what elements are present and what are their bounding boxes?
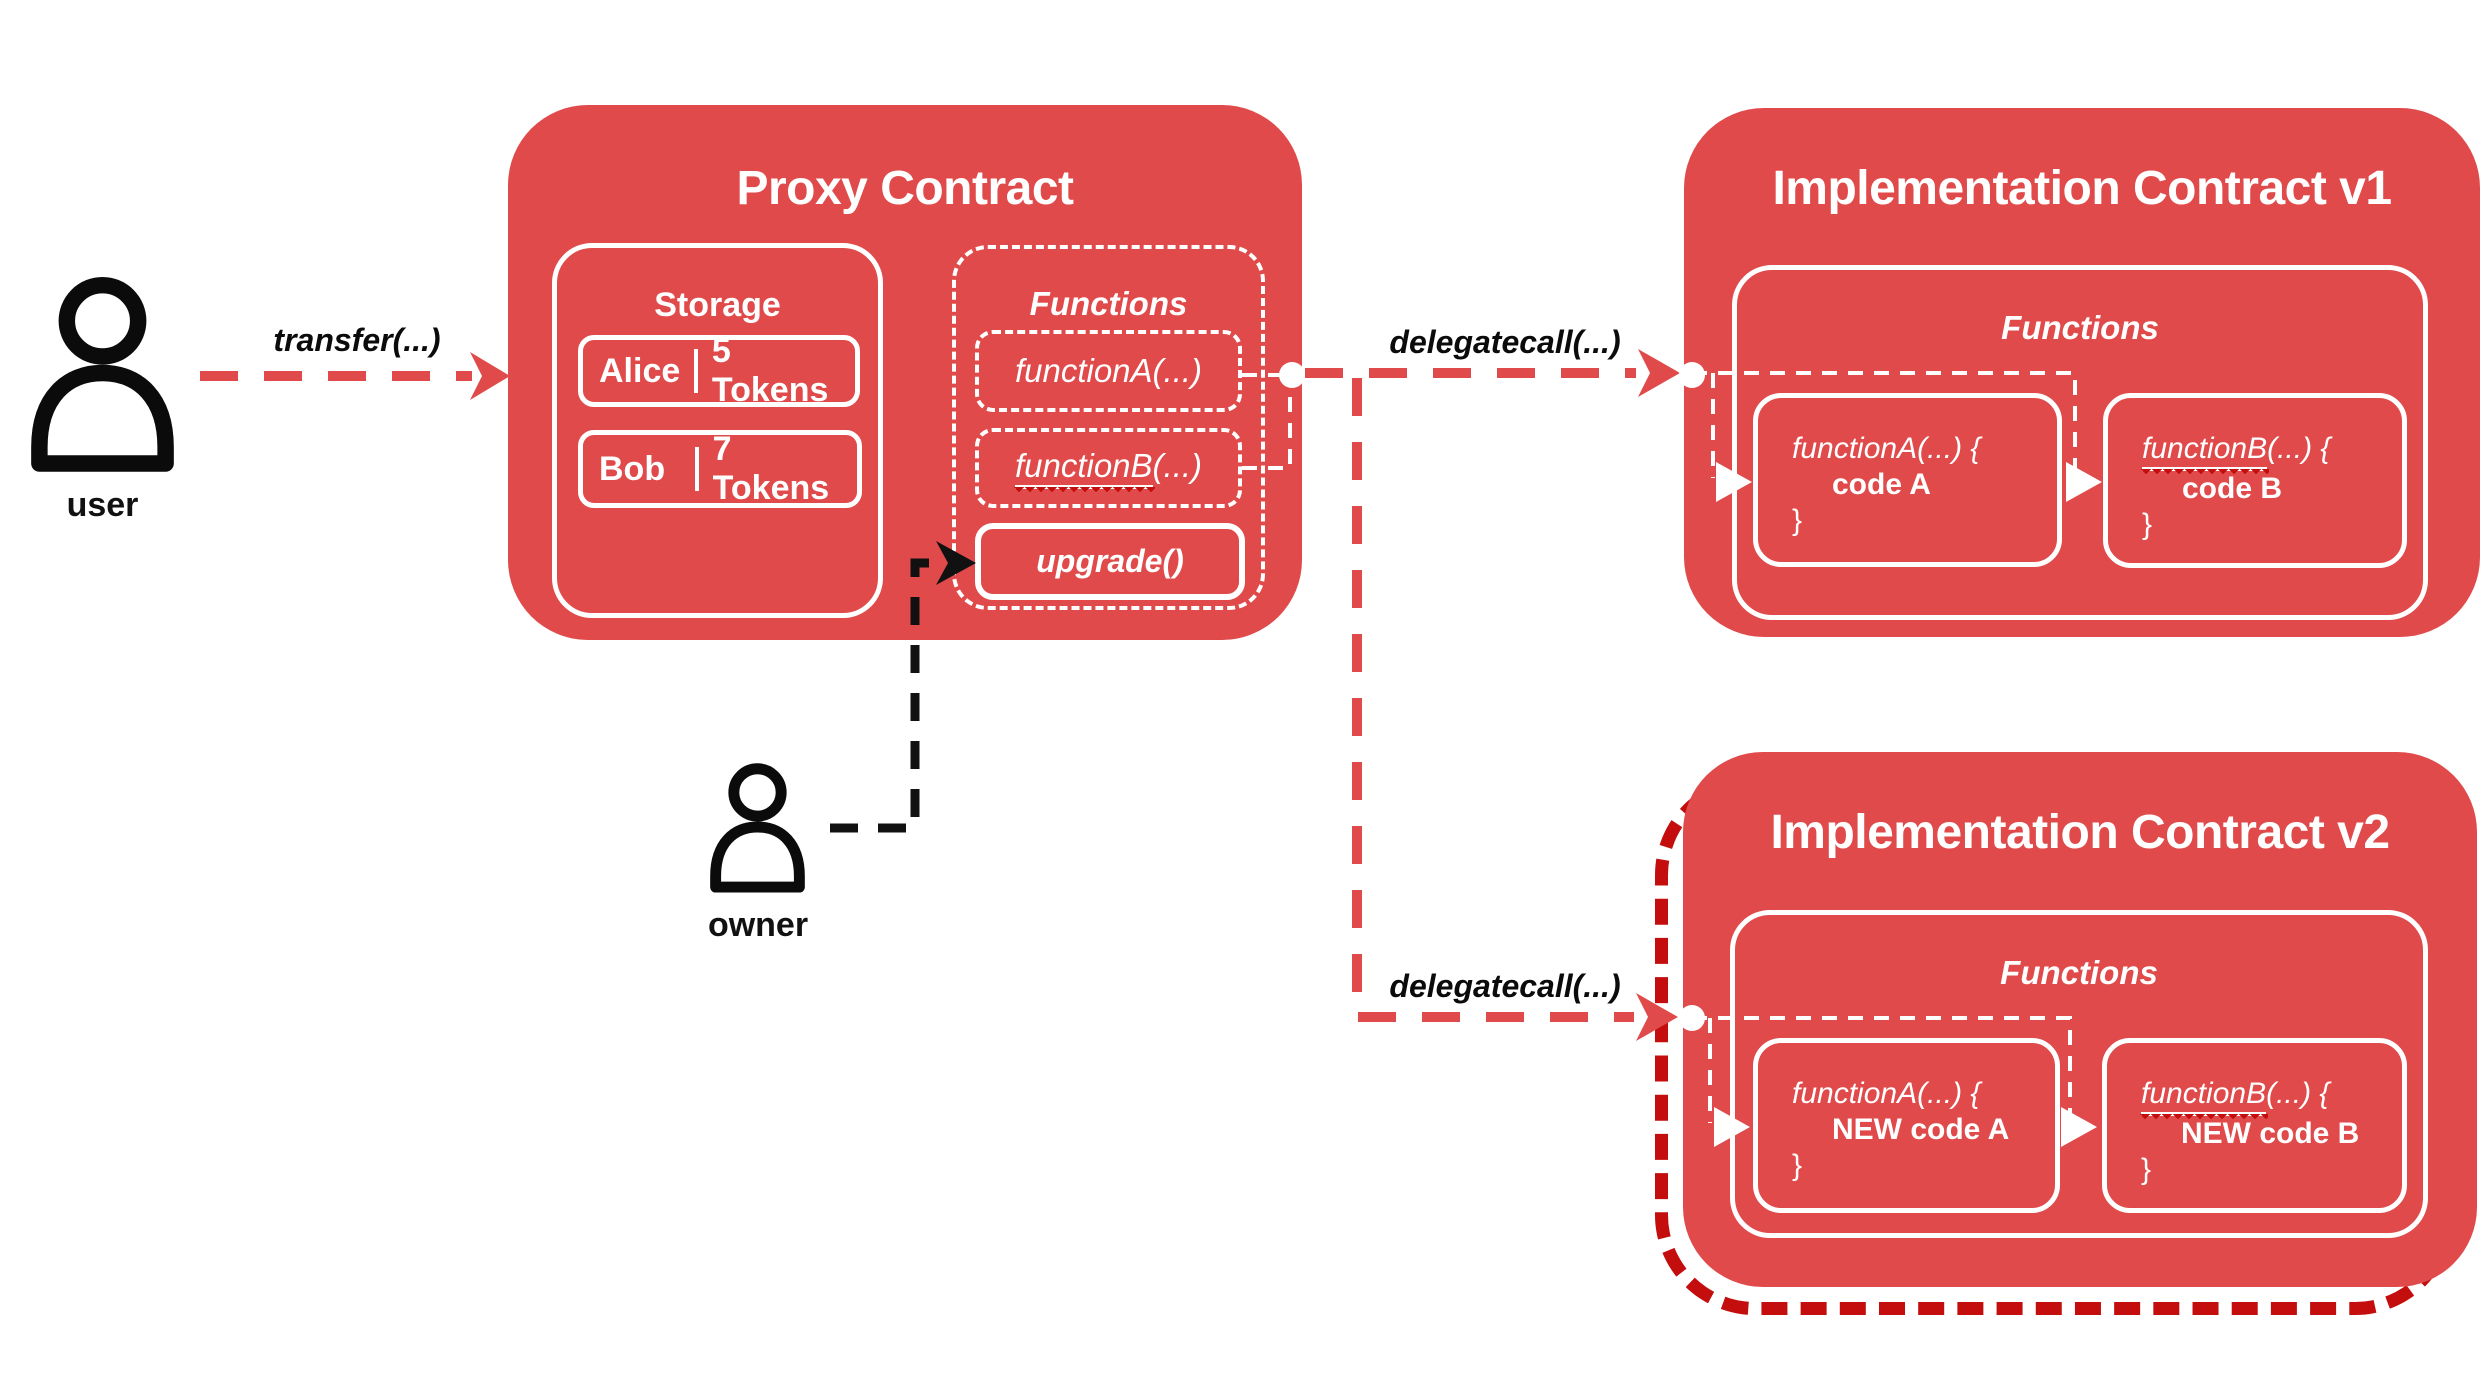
transfer-arrowhead	[470, 352, 510, 400]
v1-functionB-body: code B	[2182, 471, 2283, 505]
v1-functionA-close: }	[1792, 504, 1803, 537]
user-label: user	[66, 486, 139, 524]
delegatecall-v2-label: delegatecall(...)	[1389, 968, 1621, 1004]
v1-functionB-box: functionB(...) { code B }	[2103, 393, 2407, 568]
proxy-contract-title: Proxy Contract	[736, 162, 1074, 215]
storage-row-divider	[694, 447, 699, 491]
person-glyph	[31, 276, 174, 472]
owner-label: owner	[707, 906, 809, 944]
v2-functionB-close: }	[2141, 1152, 2152, 1186]
v2-functions-title: Functions	[2000, 954, 2158, 991]
v1-functionB-suffix: (...) {	[2267, 432, 2331, 465]
v2-functionA-signature: functionA(...) {	[1792, 1077, 1981, 1110]
user-icon	[20, 266, 185, 480]
storage-title: Storage	[654, 286, 781, 324]
storage-row-divider	[693, 349, 698, 393]
v2-functionA-close: }	[1792, 1149, 1803, 1182]
storage-row-bob-name: Bob	[599, 449, 666, 488]
storage-row-alice-value: 5 Tokens	[711, 332, 829, 409]
proxy-upgrade-label: upgrade()	[1036, 543, 1184, 579]
v2-functionB-signature: functionB(...) {	[2138, 1076, 2402, 1121]
person-glyph	[710, 763, 805, 893]
v2-functionB-box: functionB(...) { NEW code B }	[2102, 1038, 2407, 1213]
implementation-v2-title: Implementation Contract v2	[1770, 806, 2390, 859]
delegatecall-v1-label: delegatecall(...)	[1389, 324, 1621, 360]
proxy-contract-card	[508, 105, 1302, 640]
v1-functionB-close: }	[2142, 507, 2153, 541]
proxy-functions-title: Functions	[1029, 285, 1188, 322]
storage-row-bob-value: 7 Tokens	[712, 430, 830, 507]
v1-functionA-body: code A	[1832, 468, 1931, 501]
storage-row-alice-name: Alice	[599, 351, 681, 390]
proxy-functionA-label: functionA(...)	[1014, 352, 1203, 389]
v2-functionB-suffix: (...) {	[2266, 1077, 2330, 1110]
proxy-upgrade-pill: upgrade()	[975, 523, 1245, 600]
storage-row-bob: Bob 7 Tokens	[578, 430, 862, 508]
proxy-functionB-name: functionB	[1012, 448, 1155, 495]
proxy-functionA-pill: functionA(...)	[975, 330, 1242, 412]
v1-functionB-signature: functionB(...) {	[2139, 431, 2402, 476]
proxy-functionB-suffix: (...)	[1152, 446, 1203, 484]
v2-functionB-name: functionB	[2138, 1078, 2269, 1121]
v2-functionB-body: NEW code B	[2181, 1116, 2360, 1150]
v1-functionB-name: functionB	[2139, 433, 2270, 476]
implementation-v1-title: Implementation Contract v1	[1772, 162, 2392, 215]
v1-functions-title: Functions	[2001, 309, 2159, 346]
v2-functionA-body: NEW code A	[1832, 1113, 2010, 1146]
proxy-functionB-pill: functionB(...)	[975, 428, 1242, 508]
storage-row-alice: Alice 5 Tokens	[578, 332, 860, 409]
owner-icon	[700, 756, 815, 898]
v1-functionA-box: functionA(...) { code A }	[1753, 393, 2062, 567]
v1-functionA-signature: functionA(...) {	[1792, 432, 1981, 465]
delegatecall-v2-line	[1352, 378, 1634, 1022]
v2-functionA-box: functionA(...) { NEW code A }	[1753, 1038, 2060, 1213]
transfer-label: transfer(...)	[273, 322, 441, 358]
storage-box	[552, 243, 883, 618]
proxy-functionB-label: functionB(...)	[1012, 446, 1203, 495]
